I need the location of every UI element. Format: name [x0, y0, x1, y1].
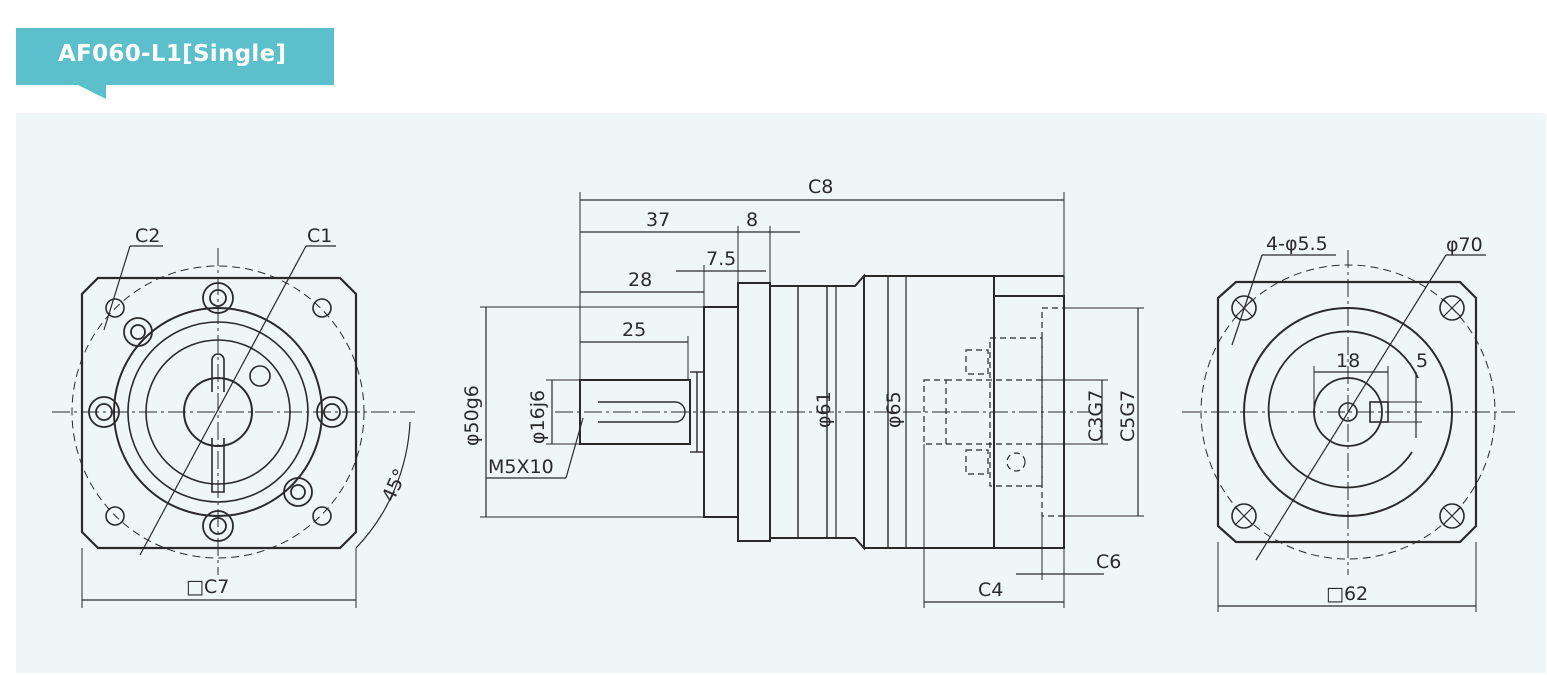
front-angle-label: 45° — [378, 465, 412, 505]
rear-holes-label: 4-φ5.5 — [1266, 233, 1328, 255]
front-screws — [88, 282, 348, 542]
side-output-shaft — [579, 379, 691, 445]
drawing-panel — [16, 113, 1546, 673]
front-corner-holes — [105, 298, 332, 526]
rear-pcd-leader — [1255, 254, 1447, 561]
side-61-label: φ61 — [813, 391, 835, 428]
front-45-arc — [355, 421, 411, 549]
rear-pcd-circle — [1200, 264, 1496, 560]
side-37-label: 37 — [646, 209, 670, 231]
rear-square-label: □62 — [1326, 583, 1368, 605]
side-8-label: 8 — [746, 209, 758, 231]
side-adapter — [993, 295, 1065, 549]
rear-pcd-label: φ70 — [1446, 234, 1483, 256]
side-7-5-label: 7.5 — [706, 248, 736, 270]
rear-5-label: 5 — [1416, 350, 1428, 372]
front-c1-leader — [139, 245, 307, 556]
rear-pilot-circle — [1243, 307, 1453, 517]
title-tab-pointer — [78, 85, 106, 99]
front-small-hole — [249, 365, 271, 387]
side-65-label: φ65 — [883, 391, 905, 428]
side-c6-label: C6 — [1096, 551, 1121, 573]
side-hidden-lines — [923, 307, 1065, 517]
rear-18-label: 18 — [1336, 350, 1360, 372]
front-c2-leader — [103, 245, 131, 331]
front-keyway-top — [211, 353, 225, 392]
front-square-flange — [80, 276, 358, 550]
side-tap-label: M5X10 — [488, 456, 554, 478]
front-square-label: □C7 — [186, 576, 229, 598]
model-title-tab: AF060-L1[Single] — [16, 28, 334, 85]
side-view — [480, 192, 1144, 608]
side-shaft-dia-label: φ16j6 — [527, 390, 549, 444]
side-c5g7-label: C5G7 — [1117, 390, 1139, 442]
side-28-label: 28 — [628, 269, 652, 291]
side-tap-leader — [565, 417, 584, 479]
rear-mount-holes — [1231, 295, 1465, 529]
front-body-ring — [127, 321, 309, 503]
front-c1-label: C1 — [307, 225, 332, 247]
side-c4-label: C4 — [978, 579, 1003, 601]
front-c2-label: C2 — [135, 225, 160, 247]
rear-holes-leader — [1231, 254, 1263, 346]
rear-view — [1182, 250, 1515, 612]
front-pcd-circle — [71, 265, 365, 559]
front-view — [52, 245, 415, 608]
side-c8-label: C8 — [808, 176, 833, 198]
rear-keyway — [1369, 401, 1389, 423]
front-keyway-bottom — [211, 438, 225, 493]
front-pilot-circle — [145, 339, 291, 485]
rear-hole-crosses — [1235, 299, 1461, 525]
side-shaft-key — [598, 401, 686, 423]
model-title: AF060-L1[Single] — [58, 41, 287, 67]
rear-square-flange — [1216, 280, 1478, 544]
side-pilot-dia-label: φ50g6 — [461, 385, 483, 446]
front-body-outer-circle — [113, 307, 323, 517]
side-c3g7-label: C3G7 — [1085, 390, 1107, 442]
side-25-label: 25 — [622, 319, 646, 341]
rear-bore-arc — [1267, 330, 1419, 489]
front-shaft-circle — [183, 377, 253, 447]
